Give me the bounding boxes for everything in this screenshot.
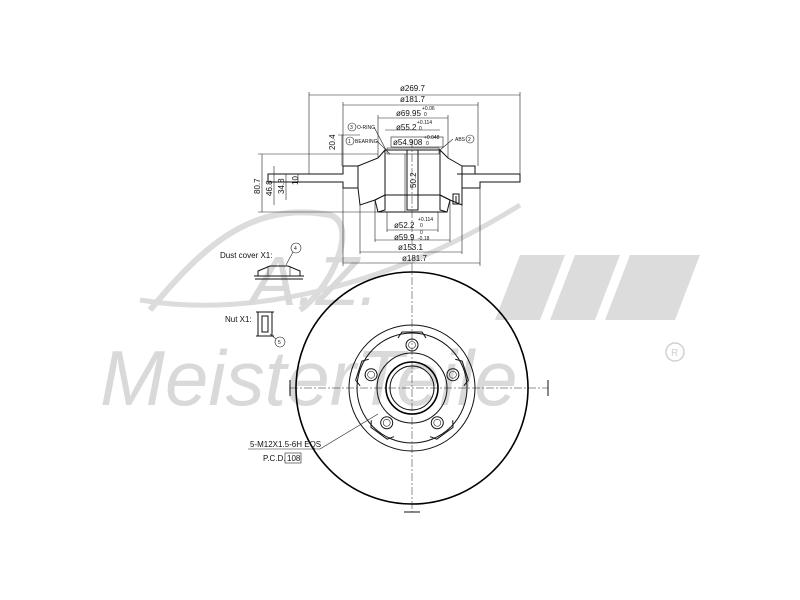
dim-bore-54-908-tol-lower: 0 [426,141,429,147]
dim-bore-52-2-tol-lower: 0 [420,223,423,229]
bolt-pattern [355,331,469,440]
callout-item-3: 3 [350,125,353,131]
bottom-dimensions: ø52.2 +0.114 0 ø59.9 0 -0.18 ø153.1 ø181… [342,188,481,266]
watermark-registered: R [671,348,678,359]
nut-detail: Nut X1: 5 [225,311,286,348]
pcd-value: 108 [287,454,301,463]
watermark-swoosh-b [139,202,522,308]
callout-item-2: 2 [468,137,471,143]
dim-bore-54-908-tol-upper: +0.048 [424,135,440,141]
dim-bore-52-2: ø52.2 [394,221,415,230]
dim-height-80-7: 80.7 [253,178,262,194]
watermark-stripes [495,255,700,320]
watermark-registered-circle [665,342,685,362]
dim-height-34-8: 34.8 [277,178,286,194]
dust-cover-detail: Dust cover X1: 4 [220,242,304,280]
bore-inner-circle [389,365,435,411]
dim-bore-69-95-tol-lower: 0 [424,112,427,118]
thread-leader-line [319,413,379,450]
watermark: A.Z. MeisterTeile R [100,202,700,422]
hat-outer-circle [356,332,468,444]
disc-outer-circle [295,271,529,505]
disc-section-profile [267,147,521,213]
dim-bore-69-95-tol-upper: +0.06 [422,106,435,112]
callout-item-1-label: BEARING [355,139,378,145]
dim-bore-59-9-tol-lower: -0.18 [418,236,430,242]
nut-item: 5 [278,340,281,346]
callout-item-3-label: O-RING [357,125,375,131]
disc-inner-friction-circle [348,324,476,452]
side-dimensions: 20.4 80.7 46.8 34.8 10 50.2 [253,134,418,213]
dim-bore-52-2-tol-upper: +0.114 [418,217,433,223]
dust-cover-label: Dust cover X1: [220,251,272,260]
section-callouts: 3 O-RING 1 BEARING ABS 2 [345,122,475,155]
dim-bore-59-9: ø59.9 [394,233,415,242]
dim-hub-50-2: 50.2 [409,172,418,188]
bore-outer-circle [385,361,439,415]
hub-flange-circle [376,352,448,424]
watermark-swoosh-a [147,209,346,313]
dim-outer-diameter: ø269.7 [400,84,425,93]
dim-bore-69-95: ø69.95 [396,109,421,118]
watermark-brand: MeisterTeile [100,334,518,422]
dust-cover-item: 4 [294,246,297,252]
dim-diameter-181-top: ø181.7 [400,95,425,104]
section-view: ø269.7 ø181.7 ø69.95 +0.06 0 ø55.2 +0.11… [253,84,521,266]
thread-spec-label: 5-M12X1.5-6H EQS [250,440,321,449]
disc-face-view: 5-M12X1.5-6H EQS P.C.D. 108 [248,263,549,513]
dim-bore-59-9-tol-upper: 0 [420,230,423,236]
nut-label: Nut X1: [225,315,252,324]
dim-bore-55-2: ø55.2 [396,123,417,132]
watermark-initials: A.Z. [246,242,378,320]
callout-item-1: 1 [348,139,351,145]
dim-bore-55-2-tol-upper: +0.114 [417,120,432,126]
dim-thickness-10: 10 [291,176,300,185]
dim-bore-55-2-tol-lower: 0 [419,126,422,132]
dim-diameter-153-1: ø153.1 [398,243,423,252]
top-dimensions: ø269.7 ø181.7 ø69.95 +0.06 0 ø55.2 +0.11… [308,84,521,174]
dim-width-20-4: 20.4 [328,134,337,150]
callout-abs-label: ABS [455,137,466,143]
pcd-label: P.C.D. [263,454,286,463]
dim-diameter-181-bottom: ø181.7 [402,254,427,263]
dim-bore-54-908: ø54.908 [393,138,423,147]
dim-height-46-8: 46.8 [265,180,274,196]
